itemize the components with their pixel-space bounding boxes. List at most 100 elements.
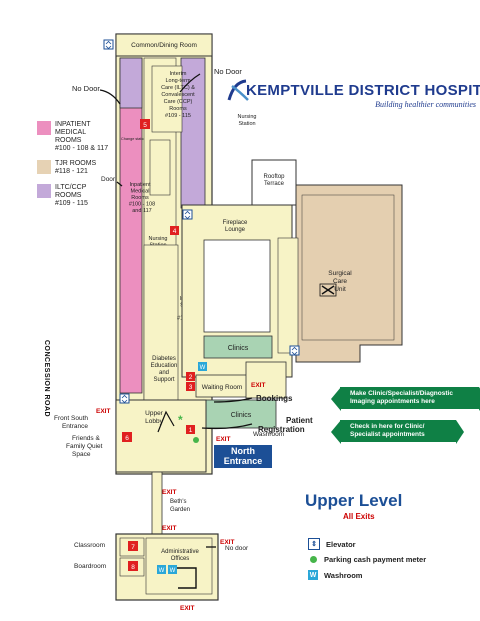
washroom-icon: W — [168, 565, 177, 574]
elevator-key-icon: ⇕ — [308, 538, 320, 550]
svg-text:W: W — [159, 568, 165, 574]
key-parking-label: Parking cash payment meter — [324, 554, 427, 564]
svg-text:8: 8 — [131, 564, 135, 571]
admin-stairs — [172, 567, 197, 589]
svg-text:5: 5 — [143, 122, 147, 129]
badge-1: 1 — [186, 425, 195, 434]
lobby-stairs — [157, 410, 175, 433]
elevator-icon — [182, 209, 193, 220]
exit-front-south: EXIT — [96, 408, 110, 415]
hospital-tagline: Building healthier communities — [375, 100, 476, 109]
legend-tjr-label: TJR ROOMS #118 - 121 — [55, 160, 97, 175]
iltc-zone — [180, 57, 206, 209]
surgical-corridor — [277, 237, 299, 354]
key-elevator: ⇕ Elevator — [308, 538, 356, 550]
exit-east: EXIT — [251, 382, 265, 389]
svg-text:2: 2 — [189, 374, 193, 381]
arrow-no-door-2 — [179, 73, 201, 93]
boardroom-label: Boardroom — [74, 563, 106, 570]
inpatient-medical-upper — [119, 57, 143, 109]
clinics-lower — [205, 399, 277, 429]
elevator-icon — [119, 393, 130, 404]
exit-admin-east: EXIT — [220, 539, 234, 546]
hospital-name: KEMPTVILLE DISTRICT HOSPITAL — [246, 82, 480, 99]
legend-tjr-swatch — [37, 160, 51, 174]
arrow-registration — [201, 423, 253, 430]
clinics-upper — [203, 335, 273, 359]
badge-6: 6 — [122, 432, 132, 442]
svg-text:4: 4 — [173, 228, 177, 235]
parking-key-icon — [308, 554, 318, 564]
legend-iltc-swatch — [37, 184, 51, 198]
waiting-room-label: Waiting Room — [202, 384, 243, 391]
elevator-icon — [289, 345, 300, 356]
level-title: Upper Level — [305, 491, 403, 510]
svg-text:W: W — [200, 365, 206, 371]
badge-7: 7 — [128, 541, 138, 551]
no-door-label-3: No door — [225, 545, 249, 552]
courtyard — [203, 239, 271, 333]
hospital-logo-icon — [227, 79, 249, 101]
arrow-no-door-1 — [99, 89, 121, 105]
key-washroom: W Washroom — [308, 570, 362, 580]
legend-medical-label: INPATIENT MEDICAL ROOMS #100 - 108 & 117 — [55, 121, 109, 152]
svg-text:W: W — [170, 568, 176, 574]
level-subtitle: All Exits — [343, 512, 375, 521]
bookings-label: Bookings — [256, 394, 293, 403]
callout-registration: Check in here for Clinic/ Specialist app… — [340, 420, 464, 444]
rooftop-terrace — [251, 159, 297, 206]
callout-bookings-arrow — [331, 387, 341, 411]
surgical-doors — [319, 283, 337, 297]
washroom-key-icon: W — [308, 570, 318, 580]
key-parking: Parking cash payment meter — [308, 554, 426, 564]
door-label: Door — [101, 176, 116, 183]
east-lobby — [245, 361, 287, 399]
exit-admin-south: EXIT — [180, 605, 194, 612]
no-door-label-1: No Door — [72, 84, 100, 93]
legend-medical: INPATIENT MEDICAL ROOMS #100 - 108 & 117 — [37, 121, 115, 153]
svg-text:6: 6 — [125, 435, 129, 442]
legend-medical-swatch — [37, 121, 51, 135]
arrow-door — [116, 181, 123, 187]
legend-iltc: ILTC/CCP ROOMS #109 - 115 — [37, 184, 115, 208]
badge-2: 2 — [186, 372, 195, 381]
svg-text:3: 3 — [189, 384, 193, 391]
legend-iltc-label: ILTC/CCP ROOMS #109 - 115 — [55, 184, 88, 207]
svg-text:7: 7 — [131, 544, 135, 551]
header: KEMPTVILLE DISTRICT HOSPITAL Building he… — [246, 82, 480, 109]
exit-admin-top: EXIT — [162, 525, 176, 532]
north-entrance-label: North Entrance — [214, 445, 272, 468]
washroom-icon: W — [198, 362, 207, 371]
washroom-icon: W — [157, 565, 166, 574]
classroom-label: Classroom — [74, 542, 105, 549]
legend-tjr: TJR ROOMS #118 - 121 — [37, 160, 115, 176]
nursing-area — [149, 139, 171, 196]
badge-3: 3 — [186, 382, 195, 391]
badge-4: 4 — [170, 226, 179, 235]
key-washroom-label: Washroom — [324, 570, 363, 580]
concession-road-label: CONCESSION ROAD — [43, 340, 50, 418]
arrow-bookings — [213, 397, 253, 403]
washroom-label: Washroom — [253, 431, 284, 438]
no-door-label-2: No Door — [214, 67, 242, 76]
surgical-care-inner — [301, 194, 395, 341]
exit-north: EXIT — [216, 436, 230, 443]
key-elevator-label: Elevator — [326, 539, 356, 549]
north-entrance-text: North Entrance — [223, 446, 263, 466]
common-dining-label: Common/Dining Room — [131, 42, 197, 49]
common-dining-room — [115, 33, 213, 57]
exit-walkway: EXIT — [162, 489, 176, 496]
svg-text:1: 1 — [189, 427, 193, 434]
no-entry-icon — [321, 285, 335, 295]
